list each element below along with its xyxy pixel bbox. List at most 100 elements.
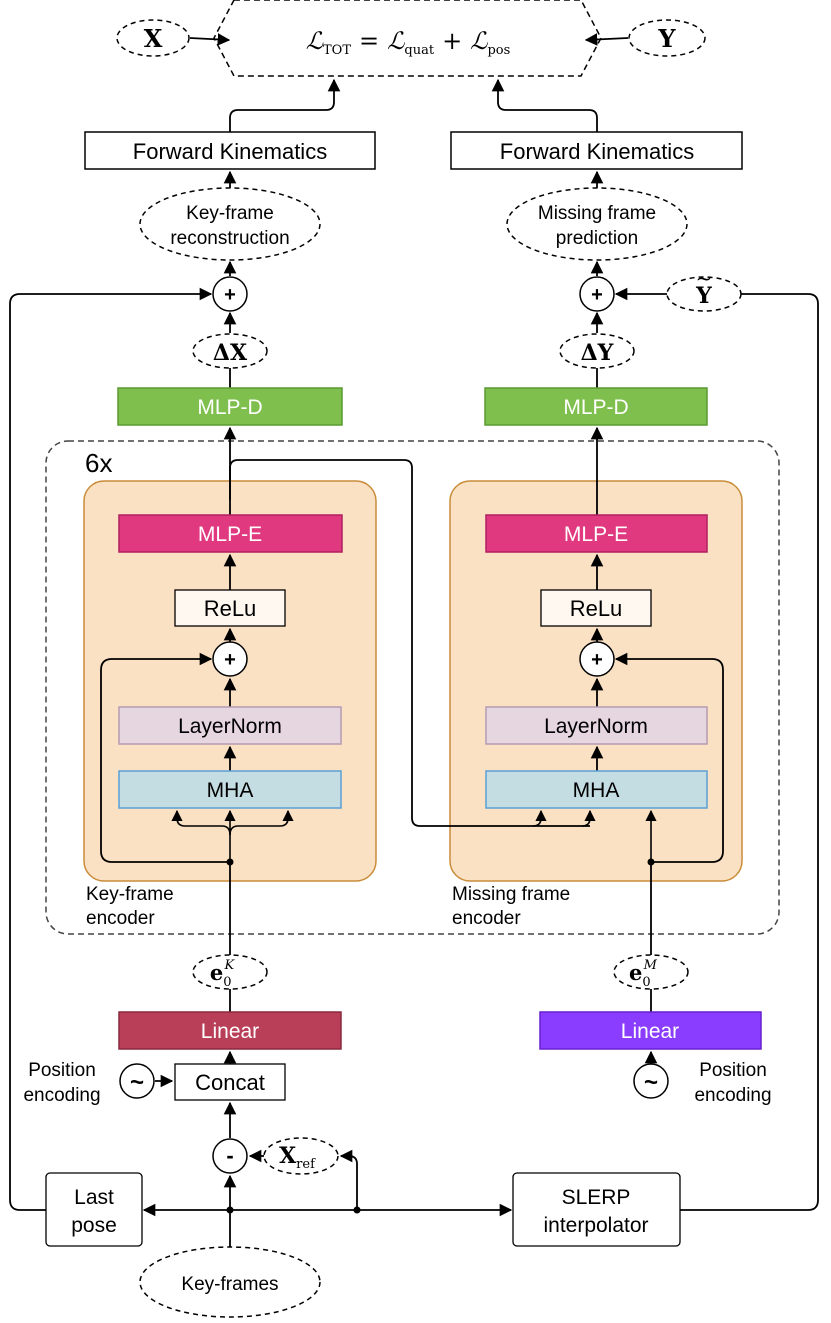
concat-box bbox=[174, 1063, 286, 1101]
last-pose-box bbox=[45, 1172, 143, 1247]
fk-left-label: Forward Kinematics bbox=[133, 139, 327, 164]
loss-hexagon bbox=[213, 0, 602, 77]
layernorm-left-label: LayerNorm bbox=[178, 715, 282, 738]
left-skip-connection bbox=[100, 652, 230, 863]
missing-encoder-label-line2: encoder bbox=[452, 908, 521, 929]
fk-left-box bbox=[84, 131, 376, 170]
residual-add-left-sign: + bbox=[224, 284, 236, 306]
concat-label: Concat bbox=[195, 1070, 265, 1095]
linear-left-label: Linear bbox=[201, 1020, 259, 1043]
pos-enc-left-node bbox=[119, 1063, 155, 1099]
x-ground-truth-label: X bbox=[144, 24, 163, 53]
last-pose-line2: pose bbox=[71, 1214, 117, 1237]
relu-right-box bbox=[540, 589, 652, 627]
mha-left-input-v bbox=[229, 809, 294, 836]
mha-right-label: MHA bbox=[573, 779, 620, 802]
delta-x-node bbox=[192, 333, 268, 369]
encoder-add-left bbox=[212, 641, 248, 677]
fk-left-to-loss-arrow bbox=[229, 78, 341, 132]
pos-enc-left-line1: Position bbox=[28, 1060, 96, 1081]
mlp-d-left-box bbox=[117, 387, 343, 426]
last-pose-line1: Last bbox=[74, 1186, 114, 1209]
delta-x-label: ΔX bbox=[213, 340, 248, 366]
slerp-line1: SLERP bbox=[562, 1186, 631, 1209]
pos-enc-right-tilde: ~ bbox=[644, 1069, 658, 1096]
x-to-loss-arrow bbox=[189, 33, 231, 46]
branch-to-x-ref-arrow bbox=[339, 1149, 358, 1210]
y-interp-accent: ~ bbox=[696, 266, 713, 290]
y-interp-label: Y bbox=[695, 283, 712, 309]
bus-dot-xref bbox=[353, 1206, 361, 1214]
x-ref-label: Xref bbox=[279, 1143, 316, 1172]
pos-enc-left-tilde: ~ bbox=[130, 1069, 144, 1096]
slerp-to-y-interp-line bbox=[680, 293, 819, 1211]
residual-add-right bbox=[579, 276, 615, 312]
linear-right-box bbox=[539, 1011, 762, 1050]
x-ground-truth-node bbox=[116, 19, 190, 57]
linear-left-box bbox=[118, 1011, 342, 1050]
mha-right-box bbox=[485, 770, 708, 809]
mlp-d-left-label: MLP-D bbox=[197, 396, 262, 419]
residual-add-right-sign: + bbox=[591, 284, 603, 306]
residual-add-left bbox=[212, 276, 248, 312]
missing-encoder-label-line1: Missing frame bbox=[452, 884, 570, 905]
fk-right-to-loss-arrow bbox=[491, 78, 598, 132]
e0-m-node bbox=[613, 954, 689, 990]
y-ground-truth-node bbox=[628, 19, 706, 57]
repeat-count-label: 6x bbox=[85, 448, 112, 478]
missing-pred-node bbox=[506, 187, 688, 261]
repeat-block bbox=[45, 440, 780, 935]
pos-enc-right-line1: Position bbox=[699, 1060, 767, 1081]
keyframe-recon-line1: Key-frame bbox=[186, 203, 274, 224]
slerp-line2: interpolator bbox=[543, 1214, 648, 1237]
cross-attention-link bbox=[229, 459, 590, 827]
relu-left-label: ReLu bbox=[204, 596, 257, 621]
mlp-d-right-label: MLP-D bbox=[563, 396, 628, 419]
pos-enc-left-line2: encoding bbox=[23, 1085, 100, 1106]
mlp-e-right-label: MLP-E bbox=[564, 523, 628, 546]
layernorm-right-box bbox=[485, 706, 708, 745]
delta-y-label: ΔY bbox=[581, 340, 614, 366]
subtract-sign: - bbox=[226, 1143, 233, 1168]
y-to-loss-arrow bbox=[584, 33, 629, 46]
mha-left-box bbox=[118, 770, 342, 809]
mlp-e-left-box bbox=[118, 514, 343, 553]
relu-left-box bbox=[174, 589, 286, 627]
keyframe-encoder-label-line1: Key-frame bbox=[86, 884, 174, 905]
slerp-box bbox=[512, 1172, 681, 1247]
keyframe-recon-node bbox=[139, 187, 321, 261]
e0-m-label: e0M bbox=[629, 958, 658, 990]
layernorm-right-label: LayerNorm bbox=[544, 715, 648, 738]
keyframes-node bbox=[139, 1246, 321, 1318]
encoder-add-right bbox=[579, 641, 615, 677]
delta-y-node bbox=[559, 333, 635, 369]
e0-k-node bbox=[192, 954, 268, 990]
mlp-e-left-label: MLP-E bbox=[198, 523, 262, 546]
encoder-add-left-sign: + bbox=[224, 649, 236, 671]
x-ref-node bbox=[263, 1137, 339, 1175]
lastpose-to-plus-arrow bbox=[9, 287, 213, 1211]
mlp-e-right-box bbox=[485, 514, 708, 553]
missing-pred-line1: Missing frame bbox=[538, 203, 656, 224]
mlp-d-right-box bbox=[484, 387, 708, 426]
keyframe-encoder-label-line2: encoder bbox=[86, 908, 155, 929]
encoder-add-right-sign: + bbox=[591, 649, 603, 671]
cross-to-mha-right-v bbox=[581, 809, 596, 827]
fk-right-box bbox=[450, 131, 743, 170]
right-skip-connection bbox=[614, 652, 724, 863]
keyframes-label: Key-frames bbox=[181, 1274, 278, 1295]
pos-enc-right-line2: encoding bbox=[694, 1085, 771, 1106]
linear-right-label: Linear bbox=[621, 1020, 679, 1043]
missing-pred-line2: prediction bbox=[556, 228, 638, 249]
subtract-node bbox=[212, 1138, 248, 1174]
layernorm-left-box bbox=[118, 706, 342, 745]
cross-to-mha-right-k bbox=[532, 809, 547, 827]
y-ground-truth-label: Y bbox=[657, 24, 676, 53]
e0-k-label: e0K bbox=[210, 958, 236, 990]
fk-right-label: Forward Kinematics bbox=[500, 139, 694, 164]
keyframe-recon-line2: reconstruction bbox=[170, 228, 289, 249]
relu-right-label: ReLu bbox=[570, 596, 623, 621]
bus-dot-keyframes bbox=[226, 1206, 234, 1214]
loss-equation: ℒTOT=ℒquat+ℒpos bbox=[306, 27, 511, 58]
